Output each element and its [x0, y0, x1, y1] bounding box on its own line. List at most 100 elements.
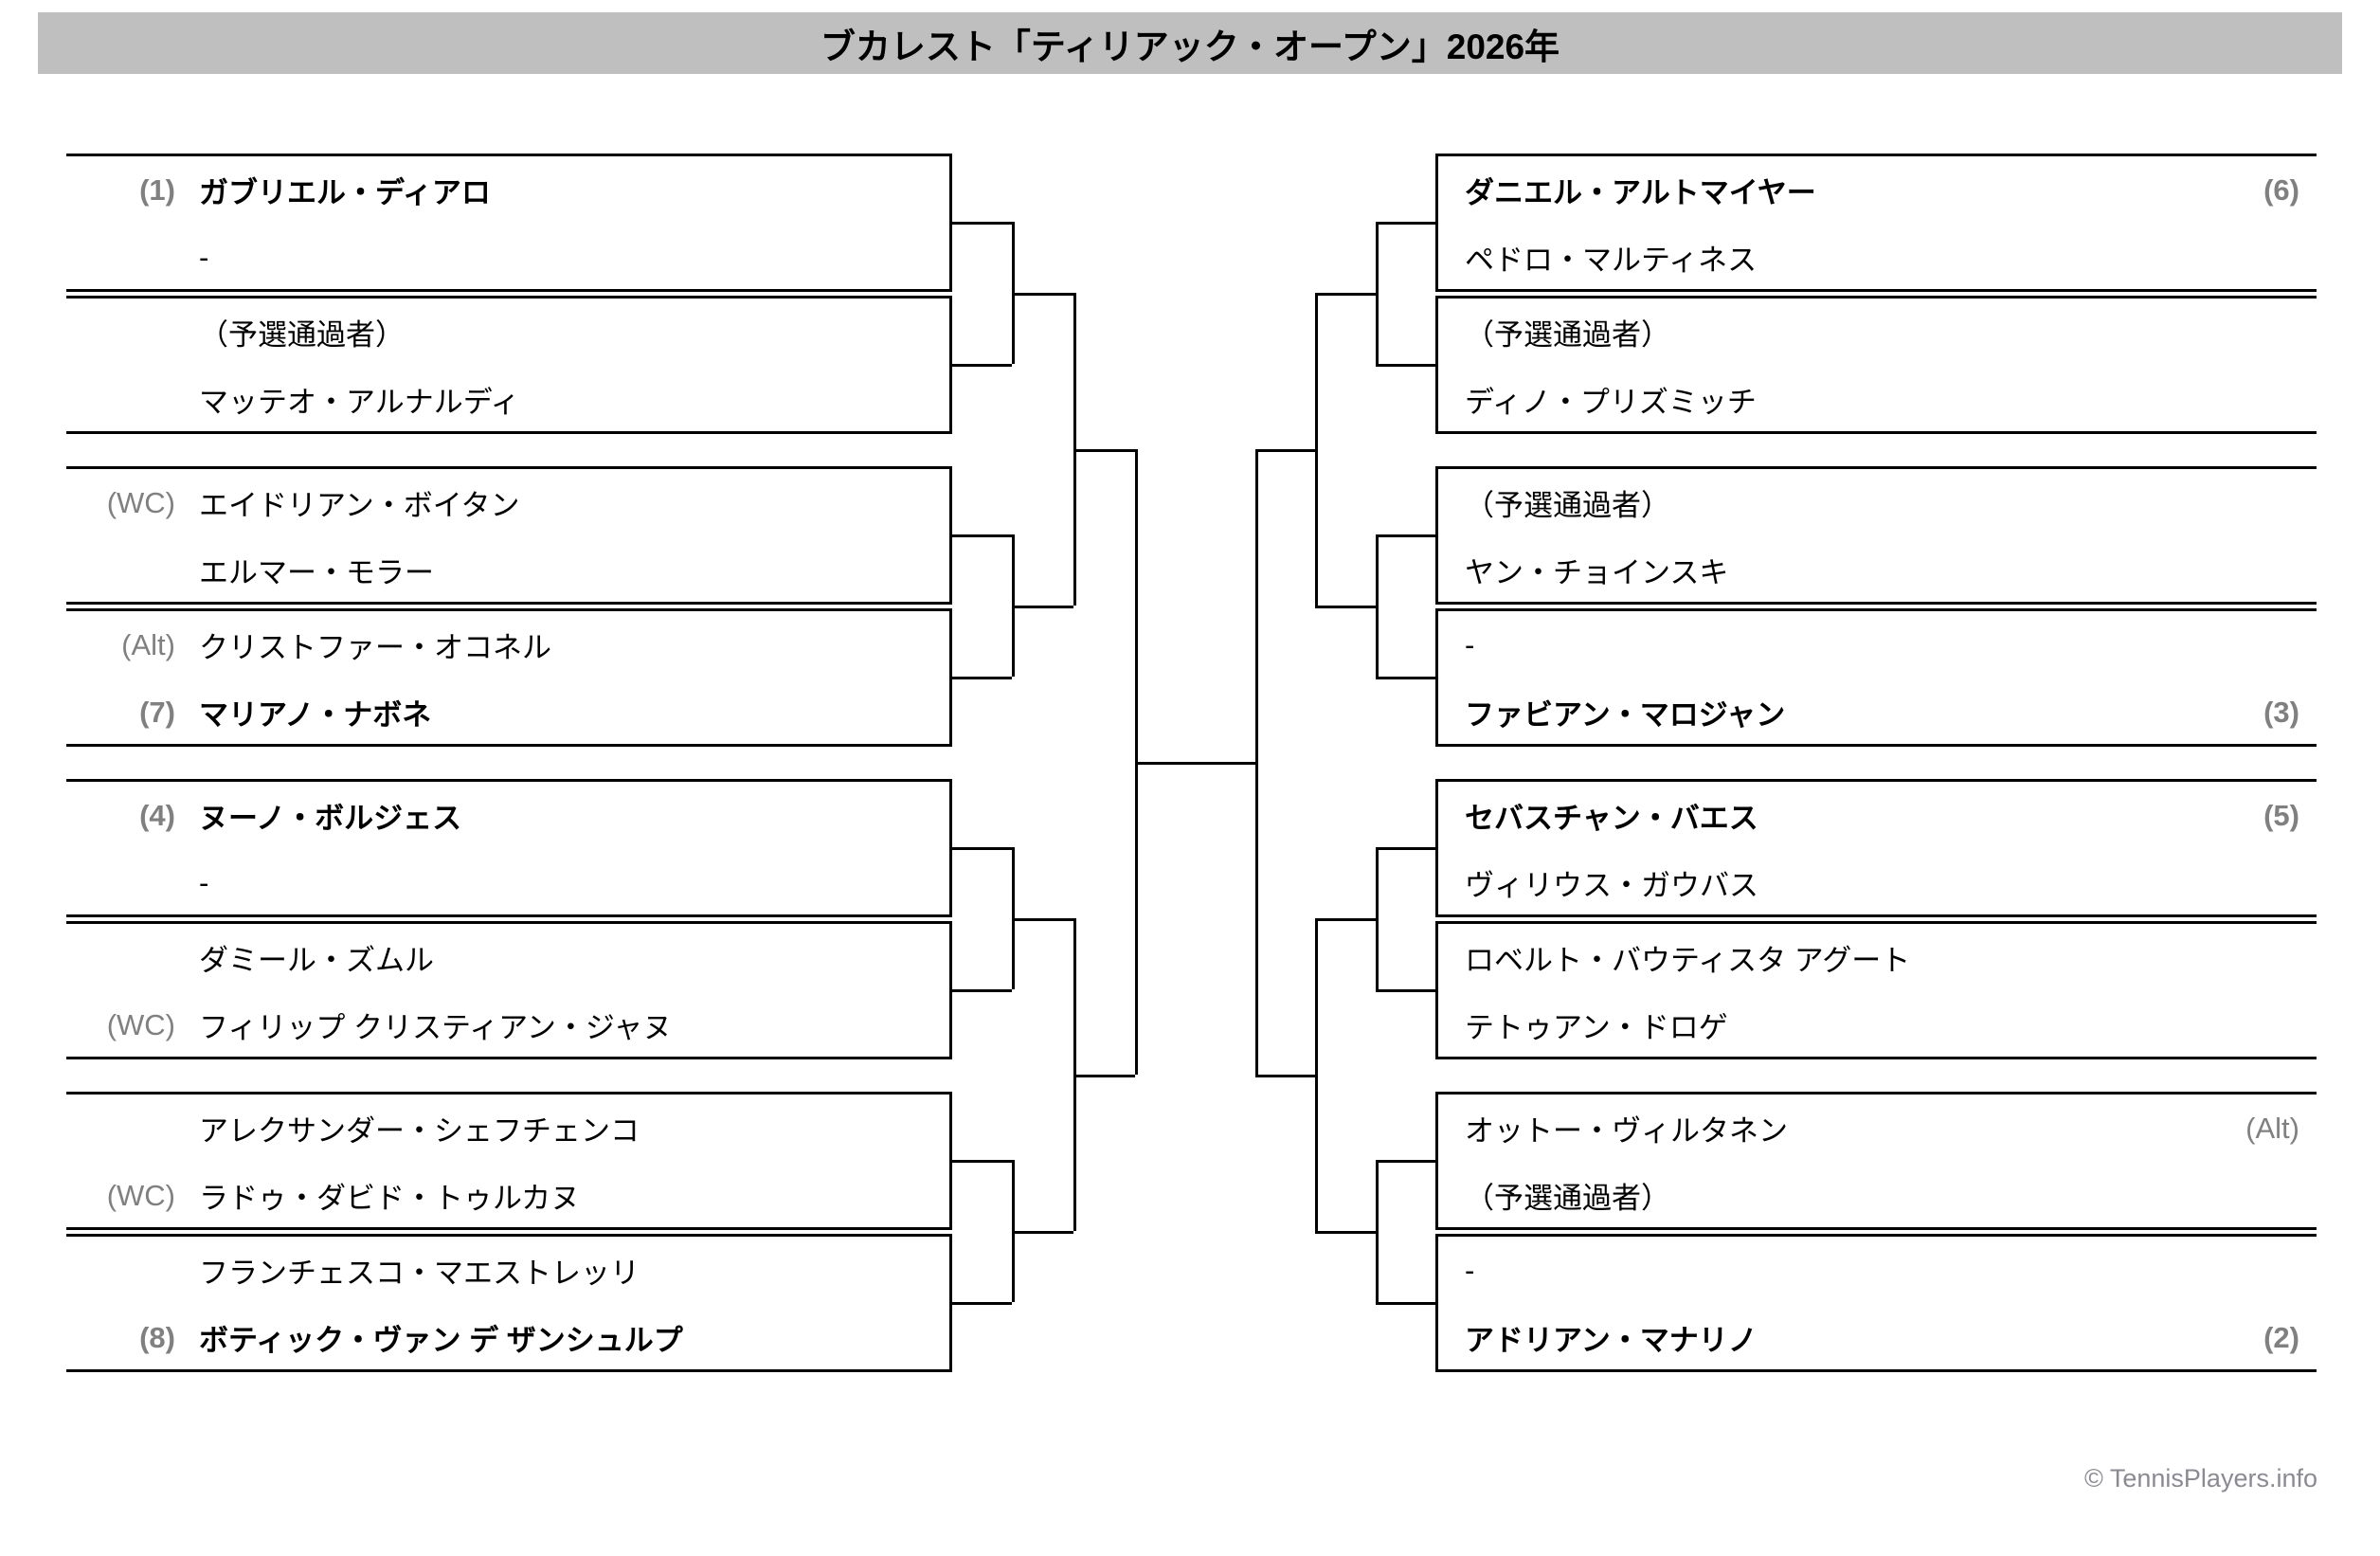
bracket-connector-horizontal — [952, 677, 1012, 679]
bracket-connector-horizontal — [1315, 918, 1376, 921]
player-slot[interactable]: ダニエル・アルトマイヤー (6) — [1438, 156, 2317, 224]
player-name: ヌーノ・ボルジェス — [199, 802, 462, 835]
match-box[interactable]: セバスチャン・バエス(5)ヴィリウス・ガウバス — [1435, 779, 2317, 917]
player-name: アドリアン・マナリノ — [1465, 1324, 1758, 1357]
player-slot[interactable]: ペドロ・マルティネス — [1438, 224, 2317, 291]
player-slot[interactable]: ヴィリウス・ガウバス — [1438, 849, 2317, 916]
player-slot[interactable]: （予選通過者） — [1438, 1162, 2317, 1229]
bracket-connector-horizontal — [952, 1302, 1012, 1305]
player-name: ディノ・プリズミッチ — [1465, 386, 1757, 419]
match-box[interactable]: アレクサンダー・シェフチェンコ (WC)ラドゥ・ダビド・トゥルカヌ — [66, 1092, 952, 1230]
match-box[interactable]: ロベルト・バウティスタ アグートテトゥアン・ドロゲ — [1435, 921, 2317, 1059]
player-name: ダニエル・アルトマイヤー — [1465, 176, 1816, 209]
player-slot[interactable]: ファビアン・マロジャン(3) — [1438, 678, 2317, 746]
match-box[interactable]: (1) ガブリエル・ディアロ - — [66, 154, 952, 292]
bracket-connector-horizontal — [952, 847, 1012, 850]
player-name: ペドロ・マルティネス — [1465, 244, 1758, 277]
player-slot[interactable]: (WC)エイドリアン・ボイタン — [66, 469, 949, 536]
bracket-connector-horizontal — [1255, 449, 1315, 452]
player-slot[interactable]: セバスチャン・バエス(5) — [1438, 782, 2317, 849]
player-slot[interactable]: (4)ヌーノ・ボルジェス — [66, 782, 949, 849]
player-name: - — [1465, 627, 1475, 661]
bracket-connector-horizontal — [1073, 449, 1135, 452]
page-title: ブカレスト「ティリアック・オープン」2026年 — [820, 27, 1560, 66]
player-name: フランチェスコ・マエストレッリ — [199, 1257, 640, 1290]
match-box[interactable]: オットー・ヴィルタネン(Alt)（予選通過者） — [1435, 1092, 2317, 1230]
match-box[interactable]: （予選通過者） マッテオ・アルナルディ — [66, 296, 952, 434]
seed-label: (1) — [139, 172, 175, 207]
player-name: ヤン・チョインスキ — [1465, 556, 1729, 589]
bracket-connector-horizontal — [1376, 364, 1435, 367]
player-name: エルマー・モラー — [199, 556, 434, 589]
player-name: テトゥアン・ドロゲ — [1465, 1011, 1728, 1044]
player-name: - — [199, 240, 209, 274]
seed-label: (7) — [139, 695, 175, 729]
player-slot[interactable]: (WC)ラドゥ・ダビド・トゥルカヌ — [66, 1162, 949, 1229]
bracket-connector-horizontal — [1376, 677, 1435, 679]
player-name: マッテオ・アルナルディ — [199, 386, 520, 419]
player-slot[interactable]: （予選通過者） — [1438, 469, 2317, 536]
player-slot[interactable]: (Alt) クリストファー・オコネル — [66, 611, 949, 678]
player-name: クリストファー・オコネル — [199, 631, 551, 664]
bracket-connector-vertical — [1255, 449, 1258, 1075]
match-box[interactable]: ダニエル・アルトマイヤー (6) ペドロ・マルティネス — [1435, 154, 2317, 292]
match-box[interactable]: ダミール・ズムル (WC)フィリップ クリスティアン・ジャヌ — [66, 921, 952, 1059]
seed-label: (8) — [139, 1320, 175, 1354]
bracket-connector-horizontal — [952, 1160, 1012, 1163]
match-box[interactable]: (4)ヌーノ・ボルジェス- — [66, 779, 952, 917]
player-slot[interactable]: - — [1438, 611, 2317, 678]
bracket-connector-vertical — [1376, 222, 1379, 364]
player-name: ガブリエル・ディアロ — [199, 176, 491, 209]
copyright-footer: © TennisPlayers.info — [2083, 1464, 2317, 1493]
player-slot[interactable]: - — [66, 849, 949, 916]
bracket-connector-vertical — [1376, 534, 1379, 677]
player-slot[interactable]: (1) ガブリエル・ディアロ — [66, 156, 949, 224]
bracket-connector-horizontal — [1376, 1302, 1435, 1305]
player-name: マリアノ・ナボネ — [199, 698, 432, 732]
player-slot[interactable]: - — [1438, 1237, 2317, 1304]
player-slot[interactable]: - — [66, 224, 949, 291]
player-slot[interactable]: アドリアン・マナリノ (2) — [1438, 1304, 2317, 1371]
player-slot[interactable]: ヤン・チョインスキ — [1438, 536, 2317, 604]
player-slot[interactable]: （予選通過者） — [1438, 299, 2317, 366]
bracket-connector-horizontal — [1073, 1075, 1135, 1077]
player-slot[interactable]: エルマー・モラー — [66, 536, 949, 604]
bracket-connector-horizontal — [1315, 1231, 1376, 1234]
player-slot[interactable]: (8) ボティック・ヴァン デ ザンシュルプ — [66, 1304, 949, 1371]
bracket-connector-horizontal — [1012, 606, 1073, 608]
bracket-connector-horizontal — [952, 364, 1012, 367]
bracket-connector-horizontal — [1315, 293, 1376, 296]
player-slot[interactable]: フランチェスコ・マエストレッリ — [66, 1237, 949, 1304]
player-name: ダミール・ズムル — [199, 944, 434, 977]
match-box[interactable]: （予選通過者） ヤン・チョインスキ — [1435, 466, 2317, 605]
match-box[interactable]: フランチェスコ・マエストレッリ (8) ボティック・ヴァン デ ザンシュルプ — [66, 1234, 952, 1372]
player-slot[interactable]: ロベルト・バウティスタ アグート — [1438, 924, 2317, 991]
player-name: （予選通過者） — [1465, 489, 1670, 522]
player-slot[interactable]: アレクサンダー・シェフチェンコ — [66, 1095, 949, 1162]
player-slot[interactable]: (7) マリアノ・ナボネ — [66, 678, 949, 746]
player-slot[interactable]: （予選通過者） — [66, 299, 949, 366]
player-name: アレクサンダー・シェフチェンコ — [199, 1114, 640, 1148]
match-box[interactable]: (WC)エイドリアン・ボイタンエルマー・モラー — [66, 466, 952, 605]
match-box[interactable]: (Alt) クリストファー・オコネル (7) マリアノ・ナボネ — [66, 608, 952, 747]
bracket-connector-horizontal — [1376, 222, 1435, 225]
match-box[interactable]: - ファビアン・マロジャン(3) — [1435, 608, 2317, 747]
player-name: ファビアン・マロジャン — [1465, 698, 1786, 732]
seed-label: (Alt) — [121, 627, 175, 661]
player-name: エイドリアン・ボイタン — [199, 489, 520, 522]
player-slot[interactable]: ダミール・ズムル — [66, 924, 949, 991]
player-slot[interactable]: ディノ・プリズミッチ — [1438, 366, 2317, 433]
player-name: ボティック・ヴァン デ ザンシュルプ — [199, 1324, 683, 1357]
match-box[interactable]: - アドリアン・マナリノ (2) — [1435, 1234, 2317, 1372]
player-slot[interactable]: マッテオ・アルナルディ — [66, 366, 949, 433]
bracket-connector-horizontal — [1376, 1160, 1435, 1163]
player-slot[interactable]: オットー・ヴィルタネン(Alt) — [1438, 1095, 2317, 1162]
seed-label: (6) — [2263, 172, 2299, 207]
player-name: オットー・ヴィルタネン — [1465, 1114, 1788, 1148]
player-slot[interactable]: (WC)フィリップ クリスティアン・ジャヌ — [66, 991, 949, 1058]
player-name: フィリップ クリスティアン・ジャヌ — [199, 1011, 673, 1044]
player-slot[interactable]: テトゥアン・ドロゲ — [1438, 991, 2317, 1058]
player-name: （予選通過者） — [1465, 318, 1670, 352]
match-box[interactable]: （予選通過者） ディノ・プリズミッチ — [1435, 296, 2317, 434]
seed-label: (2) — [2263, 1320, 2299, 1354]
